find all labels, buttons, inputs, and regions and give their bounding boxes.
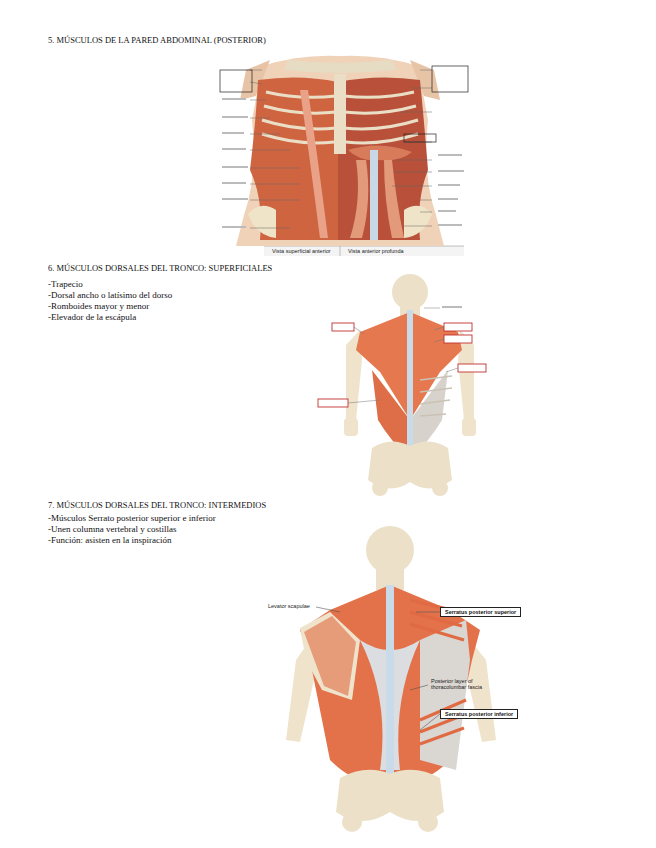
abdominal-wall-figure bbox=[220, 56, 468, 256]
list-item: -Dorsal ancho o latísimo del dorso bbox=[48, 290, 172, 300]
muscle-label: Levator scapulae bbox=[268, 603, 310, 609]
section-heading: 7. MÚSCULOS DORSALES DEL TRONCO: INTERME… bbox=[48, 501, 266, 511]
section-heading: 5. MÚSCULOS DE LA PARED ABDOMINAL (POSTE… bbox=[48, 36, 266, 46]
list-item: -Romboides mayor y menor bbox=[48, 301, 149, 311]
superficial-back-figure bbox=[318, 274, 486, 496]
muscle-label: Serratus posterior inferior bbox=[445, 711, 513, 717]
list-item: -Unen columna vertebral y costillas bbox=[48, 524, 176, 534]
intermediate-back-figure bbox=[286, 526, 496, 832]
label-box: Serratus posterior inferior bbox=[440, 709, 518, 719]
list-item: -Músculos Serrato posterior superior e i… bbox=[48, 513, 216, 523]
section-heading: 6. MÚSCULOS DORSALES DEL TRONCO: SUPERFI… bbox=[48, 264, 272, 274]
muscle-label: Serratus posterior superior bbox=[445, 609, 516, 615]
list-item: -Elevador de la escápula bbox=[48, 312, 136, 322]
muscle-label: Posterior layer of thoracolumbar fascia bbox=[431, 678, 493, 691]
view-caption: Vista anterior profunda bbox=[348, 248, 404, 254]
label-box: Serratus posterior superior bbox=[440, 607, 521, 617]
list-item: -Trapecio bbox=[48, 279, 83, 289]
view-caption: Vista superficial anterior bbox=[272, 248, 331, 254]
list-item: -Función: asisten en la inspiración bbox=[48, 535, 171, 545]
